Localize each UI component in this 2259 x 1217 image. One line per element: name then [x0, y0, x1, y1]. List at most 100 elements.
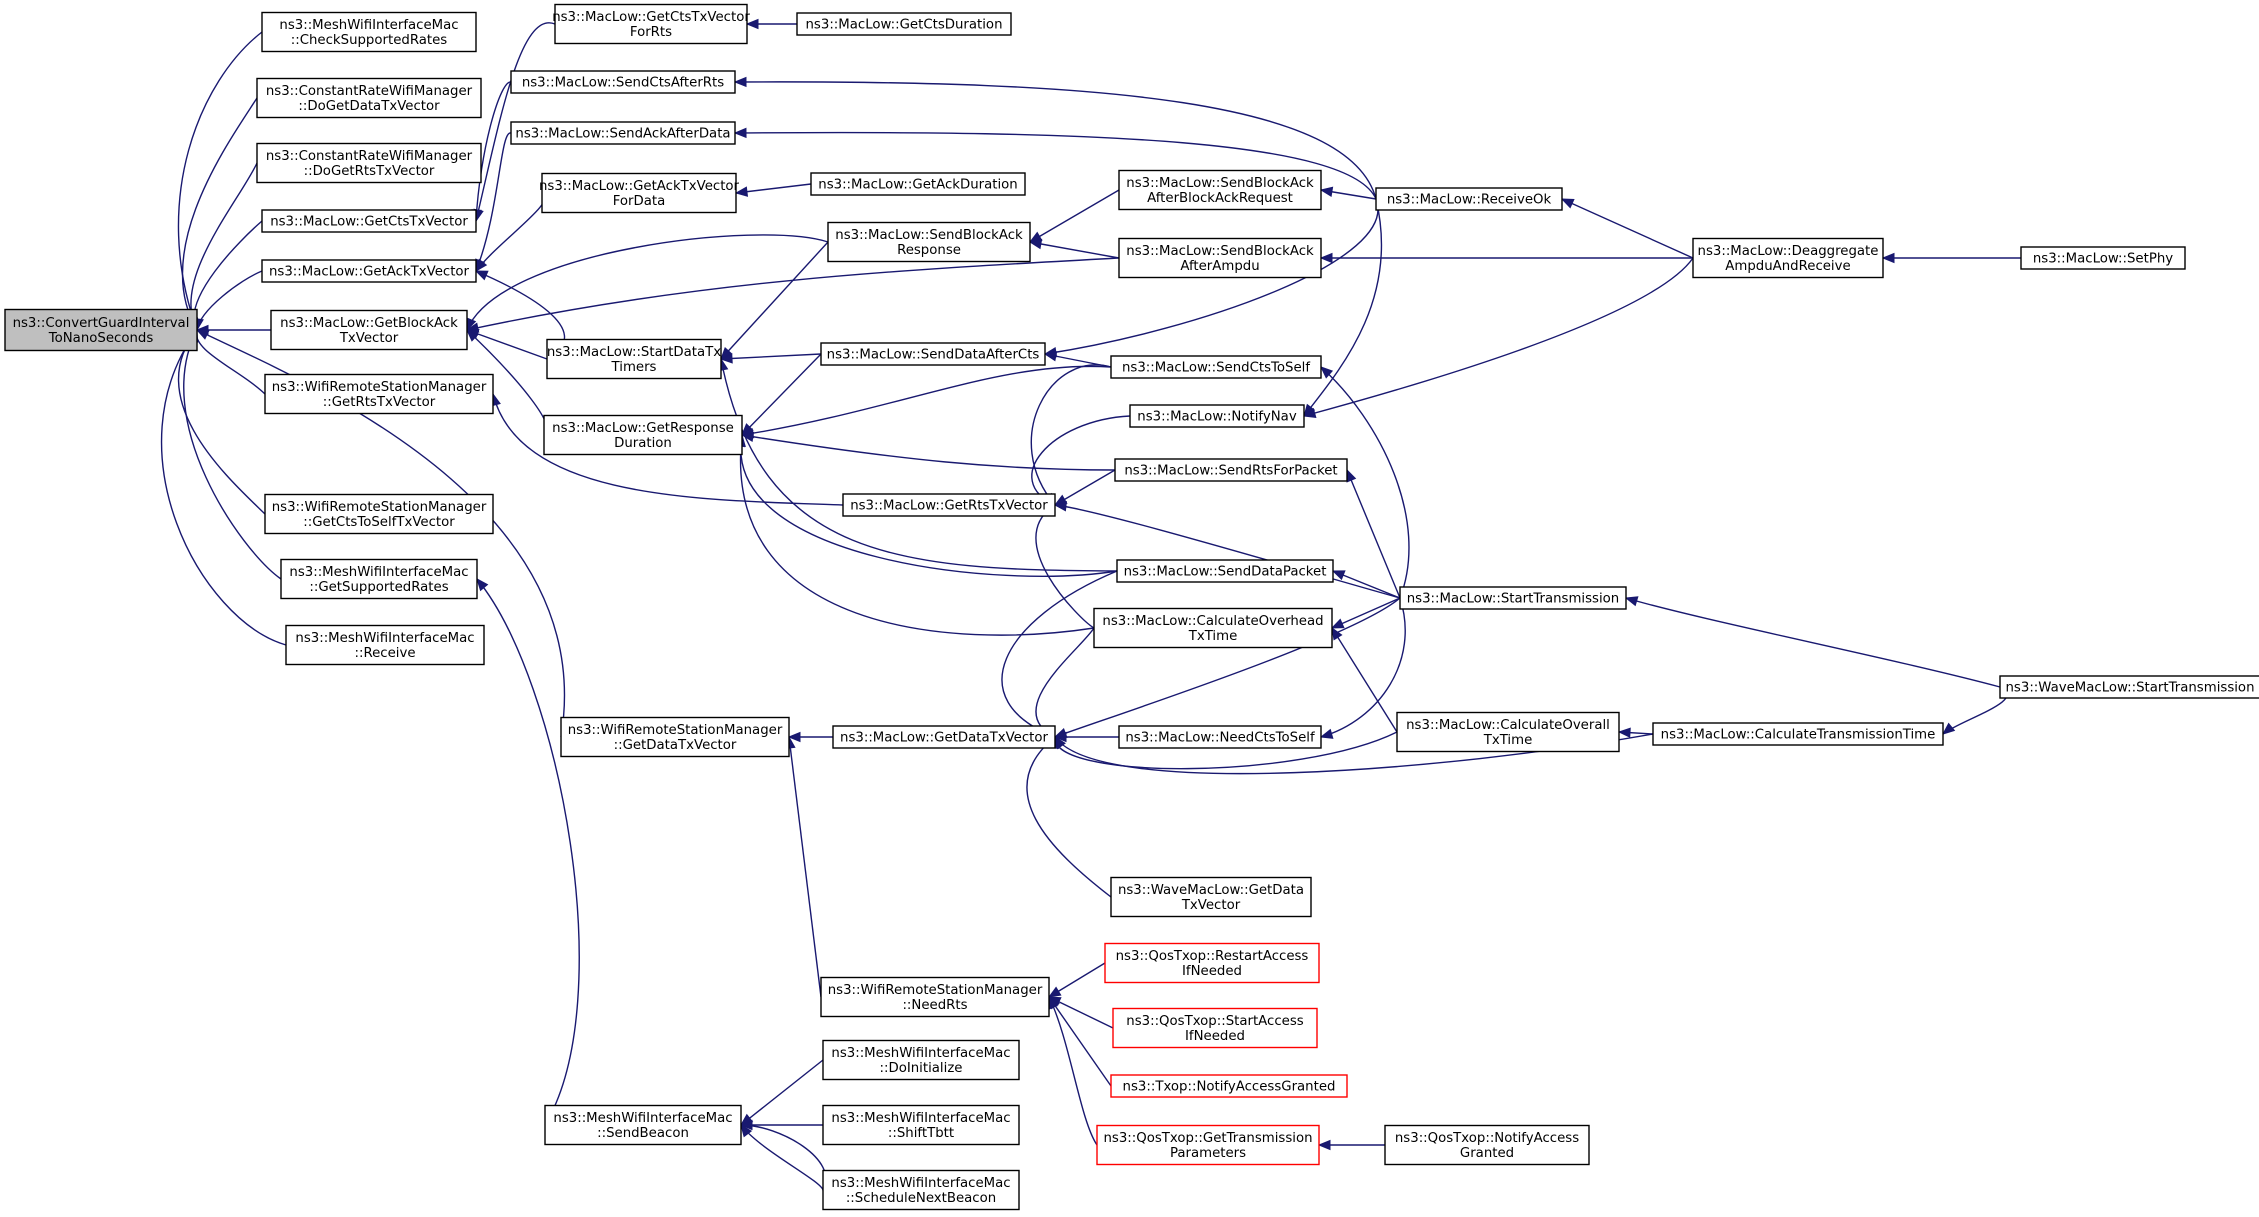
node-sendctstoself[interactable]: ns3::MacLow::SendCtsToSelf — [1110, 355, 1322, 379]
node-box — [1116, 559, 1334, 583]
node-label-line: ns3::MeshWifiInterfaceMac — [831, 1111, 1010, 1126]
node-starttrans[interactable]: ns3::MacLow::StartTransmission — [1399, 586, 1627, 610]
edge-starttrans-to-needctstoself — [1319, 597, 1406, 739]
node-label-line: IfNeeded — [1182, 964, 1242, 979]
edge-arrowhead — [1320, 366, 1334, 379]
node-const-data[interactable]: ns3::ConstantRateWifiManager::DoGetDataT… — [256, 77, 482, 119]
edge-wrsm_rts-to-root — [188, 328, 266, 395]
edge-line — [1029, 189, 1120, 243]
edge-arrowhead — [740, 1123, 753, 1138]
node-sendackafterdata[interactable]: ns3::MacLow::SendAckAfterData — [510, 121, 736, 145]
node-box — [1093, 607, 1333, 649]
node-box — [285, 624, 485, 666]
node-label-line: ns3::MacLow::StartTransmission — [1407, 592, 1620, 607]
edge-arrowhead — [719, 353, 733, 364]
node-needctstoself[interactable]: ns3::MacLow::NeedCtsToSelf — [1118, 725, 1322, 749]
node-box — [544, 1104, 742, 1146]
node-needrts[interactable]: ns3::WifiRemoteStationManager::NeedRts — [820, 976, 1050, 1018]
edge-qos_notify-to-qos_gettrans — [1317, 1139, 1385, 1151]
node-senddatapacket[interactable]: ns3::MacLow::SendDataPacket — [1116, 559, 1334, 583]
edge-starttrans-to-senddatapacket — [1331, 570, 1401, 599]
node-mesh-sched[interactable]: ns3::MeshWifiInterfaceMac::ScheduleNextB… — [822, 1169, 1020, 1211]
node-sendrtsforpacket[interactable]: ns3::MacLow::SendRtsForPacket — [1114, 458, 1348, 482]
node-label-line: ns3::QosTxop::RestartAccess — [1116, 949, 1309, 964]
edge-line — [1561, 198, 1694, 259]
node-label-line: ::GetRtsTxVector — [323, 395, 436, 410]
node-wrsm-data[interactable]: ns3::WifiRemoteStationManager::GetDataTx… — [560, 716, 790, 758]
edge-arrowhead — [1047, 986, 1062, 998]
node-box — [1118, 237, 1322, 279]
node-notifynav[interactable]: ns3::MacLow::NotifyNav — [1129, 404, 1305, 428]
node-wrsm-ctsself[interactable]: ns3::WifiRemoteStationManager::GetCtsToS… — [264, 493, 494, 535]
node-txop-notify[interactable]: ns3::Txop::NotifyAccessGranted — [1110, 1074, 1348, 1098]
edge-sendblockackampdu-to-sendblockackresp — [1028, 238, 1120, 259]
edge-line — [466, 329, 548, 360]
node-label-line: ::GetDataTxVector — [614, 738, 737, 753]
node-getctsduration[interactable]: ns3::MacLow::GetCtsDuration — [796, 12, 1012, 36]
node-wrsm-rts[interactable]: ns3::WifiRemoteStationManager::GetRtsTxV… — [264, 373, 494, 415]
node-label-line: ::NeedRts — [902, 998, 967, 1013]
node-box — [4, 308, 198, 352]
node-label-line: ns3::MacLow::Deaggregate — [1698, 244, 1879, 259]
node-mesh-shift[interactable]: ns3::MeshWifiInterfaceMac::ShiftTbtt — [822, 1104, 1020, 1146]
node-mesh-check[interactable]: ns3::MeshWifiInterfaceMac::CheckSupporte… — [261, 11, 477, 53]
edge-line — [788, 736, 822, 998]
node-box — [1096, 1124, 1320, 1166]
edge-line — [1026, 736, 1112, 898]
node-mesh-recv[interactable]: ns3::MeshWifiInterfaceMac::Receive — [285, 624, 485, 666]
node-wave-getdata[interactable]: ns3::WaveMacLow::GetDataTxVector — [1110, 876, 1312, 918]
node-calctranstime[interactable]: ns3::MacLow::CalculateTransmissionTime — [1652, 722, 1944, 746]
edge-line — [734, 131, 1377, 200]
node-box — [1110, 355, 1322, 379]
node-label-line: ns3::MacLow::SetPhy — [2033, 252, 2173, 267]
node-senddataaftercts[interactable]: ns3::MacLow::SendDataAfterCts — [820, 342, 1046, 366]
node-getdatatx[interactable]: ns3::MacLow::GetDataTxVector — [832, 725, 1056, 749]
node-wave-starttrans[interactable]: ns3::WaveMacLow::StartTransmission — [1999, 675, 2259, 699]
node-sendctsafterrts[interactable]: ns3::MacLow::SendCtsAfterRts — [510, 70, 736, 94]
edge-sendblockackampdu-to-getblockack — [465, 257, 1120, 333]
node-mesh-getsup[interactable]: ns3::MeshWifiInterfaceMac::GetSupportedR… — [280, 558, 478, 600]
node-const-rts[interactable]: ns3::ConstantRateWifiManager::DoGetRtsTx… — [256, 142, 482, 184]
node-label-line: ::GetSupportedRates — [309, 580, 448, 595]
edge-line — [160, 329, 287, 646]
node-label-line: ToNanoSeconds — [48, 331, 154, 346]
edge-calcoverhead-to-getrts — [1035, 504, 1095, 629]
node-receiveok[interactable]: ns3::MacLow::ReceiveOk — [1375, 187, 1563, 211]
edge-sendbeacon-to-mesh_sched — [740, 1124, 834, 1192]
node-box — [261, 11, 477, 53]
node-label-line: ns3::MacLow::ReceiveOk — [1387, 193, 1552, 208]
node-label-line: IfNeeded — [1185, 1029, 1245, 1044]
node-getack[interactable]: ns3::MacLow::GetAckTxVector — [261, 259, 477, 283]
node-label-line: ::ScheduleNextBeacon — [846, 1191, 996, 1206]
edge-line — [475, 81, 512, 222]
edge-deagg-to-receiveok — [1560, 198, 1694, 259]
edge-arrowhead — [787, 731, 801, 743]
node-getcts[interactable]: ns3::MacLow::GetCtsTxVector — [261, 209, 477, 233]
edge-qos_start-to-needrts — [1047, 996, 1114, 1029]
edge-sendblockackbar-to-sendblockackresp — [1028, 189, 1120, 243]
node-getrts[interactable]: ns3::MacLow::GetRtsTxVector — [842, 493, 1056, 517]
edge-line — [1054, 731, 1398, 770]
node-mesh-doinit[interactable]: ns3::MeshWifiInterfaceMac::DoInitialize — [822, 1039, 1020, 1081]
node-qos-notify[interactable]: ns3::QosTxop::NotifyAccessGranted — [1384, 1124, 1590, 1166]
node-sendblockackbar[interactable]: ns3::MacLow::SendBlockAckAfterBlockAckRe… — [1118, 169, 1322, 211]
node-sendbeacon[interactable]: ns3::MeshWifiInterfaceMac::SendBeacon — [544, 1104, 742, 1146]
edge-arrowhead — [740, 431, 755, 442]
node-label-line: ns3::MeshWifiInterfaceMac — [553, 1111, 732, 1126]
node-getackduration[interactable]: ns3::MacLow::GetAckDuration — [810, 172, 1026, 196]
node-setphy[interactable]: ns3::MacLow::SetPhy — [2020, 246, 2186, 270]
